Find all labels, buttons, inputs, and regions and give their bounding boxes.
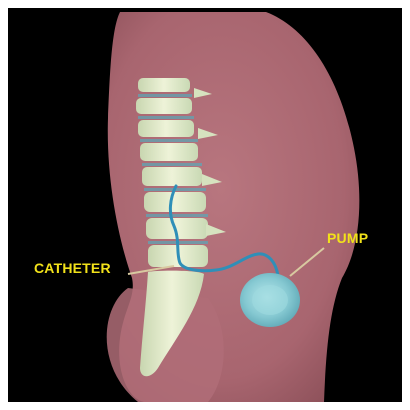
scan-illustration	[8, 8, 402, 402]
catheter-label: CATHETER	[34, 260, 111, 276]
medical-scan-image	[8, 8, 402, 402]
pump-label: PUMP	[327, 230, 368, 246]
